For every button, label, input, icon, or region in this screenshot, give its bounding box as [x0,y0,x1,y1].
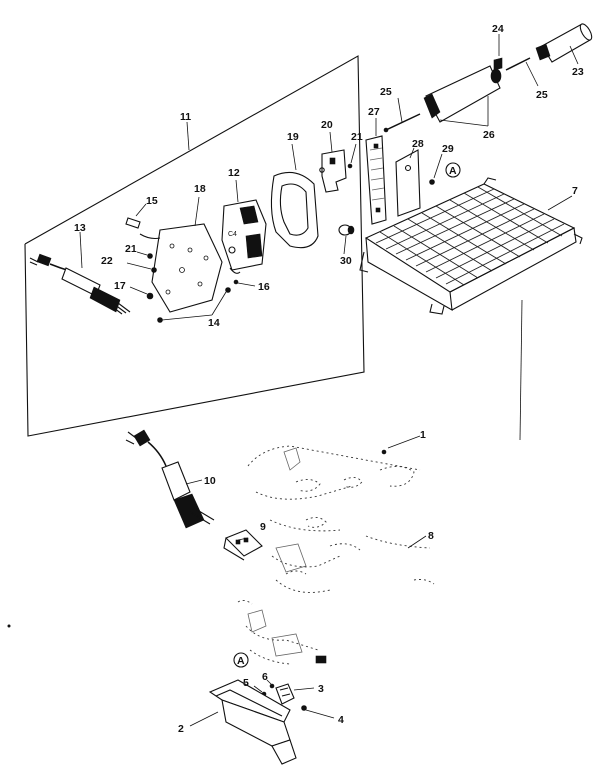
callout-24: 24 [492,23,504,35]
callout-22: 22 [101,255,113,267]
part-27-bracket [365,118,387,225]
callout-7: 7 [572,185,578,197]
part-25-pin [383,97,421,133]
callout-29: 29 [442,143,454,155]
callout-26: 26 [483,129,495,141]
part-14-leaders [161,291,227,321]
svg-text:C4: C4 [228,231,237,238]
callout-9: 9 [260,521,266,533]
ref-a-lower-circle [233,652,249,668]
callout-14: 14 [208,317,220,329]
callout-23: 23 [572,66,584,78]
part-9-terminal [223,529,263,561]
callout-20: 20 [321,119,333,131]
callout-16: 16 [258,281,270,293]
callout-19: 19 [287,131,299,143]
callout-15: 15 [146,195,158,207]
ref-a-upper: A [449,165,457,177]
callout-2: 2 [178,723,184,735]
callout-3: 3 [318,683,324,695]
part-26-housing [423,65,502,127]
part-19-gasket [270,143,319,249]
callout-30: 30 [340,255,352,267]
callout-27: 27 [368,106,380,118]
part-10-cord-switch [125,429,215,529]
part-23-roller [535,23,593,65]
part-20-bracket [319,131,357,193]
callout-12: 12 [228,167,240,179]
callout-25a: 25 [380,86,392,98]
exploded-panel [24,55,365,437]
part-24-cap [493,34,503,71]
part-7-shelf-grille [359,177,583,441]
part-25b-pin [505,57,539,87]
small-fasteners-left [126,251,239,323]
callout-11: 11 [180,111,191,123]
callout-21a: 21 [125,243,137,255]
callout-11-group [186,121,190,151]
callout-25b: 25 [536,89,548,101]
part-15-screw [125,203,161,240]
callout-5: 5 [243,677,249,689]
callout-28: 28 [412,138,424,150]
small-parts-3-6 [253,679,335,719]
callout-10: 10 [204,475,216,487]
part-8-housing-outline [247,435,435,593]
part-12-timer: C4 [221,179,267,274]
part-29-screw [429,153,461,185]
part-1-marker [381,449,387,455]
part-18-mounting-plate [151,196,223,313]
part-13-cord-assembly [29,231,131,315]
callout-18: 18 [194,183,206,195]
callout-1: 1 [420,429,426,441]
callout-8: 8 [428,530,434,542]
callout-13: 13 [74,222,86,234]
part-28-bracket [395,147,421,217]
ref-a-lower: A [237,655,245,667]
part-2-shroud [189,679,297,765]
callout-labels: 11 13 15 18 12 19 20 21 21 22 17 14 16 2… [74,23,584,735]
callout-6: 6 [262,671,268,683]
part-30-knob [338,224,355,255]
callout-4: 4 [338,714,344,726]
callout-21b: 21 [351,131,363,143]
stray-mark [7,624,11,628]
callout-17: 17 [114,280,126,292]
lower-bracket-assembly [237,599,327,665]
